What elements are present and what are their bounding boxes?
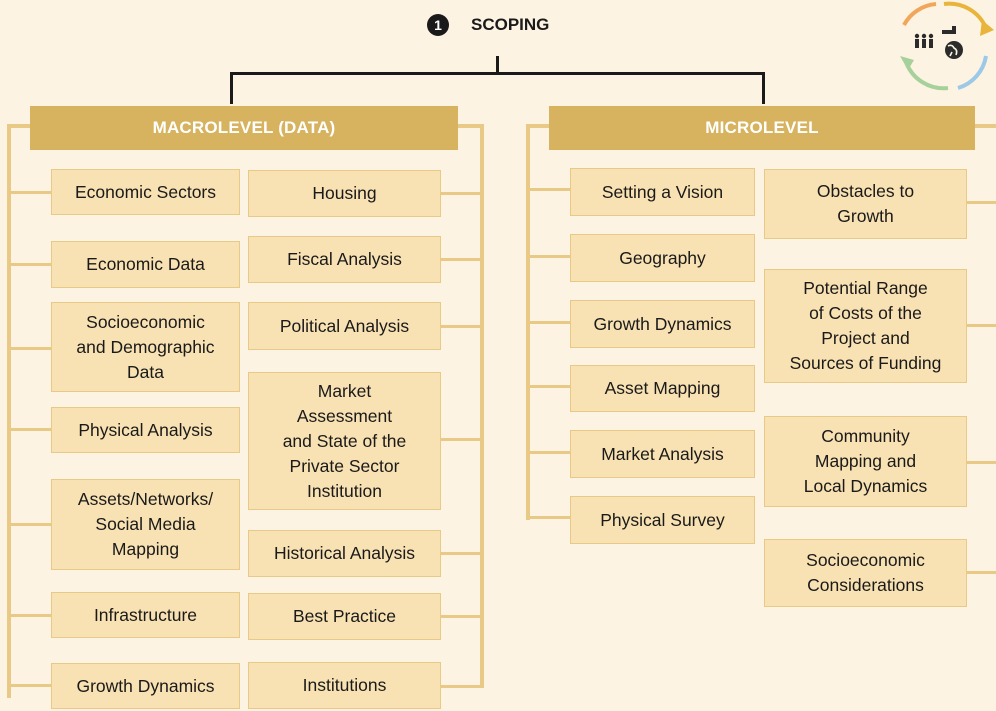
macro-drop	[230, 72, 233, 104]
macro-item: Best Practice	[248, 593, 441, 640]
macro-header-right-bracket	[457, 124, 484, 128]
micro-item: Socioeconomic Considerations	[764, 539, 967, 607]
micro-header-left-bracket	[526, 124, 550, 128]
macrolevel-header: MACROLEVEL (DATA)	[30, 106, 458, 150]
connector	[7, 428, 52, 431]
macro-item: Fiscal Analysis	[248, 236, 441, 283]
step-number-badge: 1	[427, 14, 449, 36]
micro-item: Potential Range of Costs of the Project …	[764, 269, 967, 383]
connector	[526, 255, 571, 258]
microlevel-header: MICROLEVEL	[549, 106, 975, 150]
connector	[526, 188, 571, 191]
connector	[440, 258, 484, 261]
micro-item: Geography	[570, 234, 755, 282]
micro-item: Growth Dynamics	[570, 300, 755, 348]
micro-item: Market Analysis	[570, 430, 755, 478]
connector	[526, 451, 571, 454]
connector	[440, 615, 484, 618]
micro-item: Physical Survey	[570, 496, 755, 544]
macro-outer-spine	[7, 124, 11, 698]
title-crossbar	[230, 72, 765, 75]
micro-header-right-bracket	[974, 124, 996, 128]
macro-header-left-bracket	[7, 124, 31, 128]
connector	[7, 614, 52, 617]
connector	[7, 347, 52, 350]
connector	[526, 321, 571, 324]
micro-item: Community Mapping and Local Dynamics	[764, 416, 967, 507]
connector	[7, 263, 52, 266]
connector	[7, 191, 52, 194]
page-title: SCOPING	[471, 15, 550, 34]
macro-item: Socioeconomic and Demographic Data	[51, 302, 240, 392]
connector	[966, 461, 996, 464]
macro-item: Institutions	[248, 662, 441, 709]
macro-item: Economic Sectors	[51, 169, 240, 215]
macro-item: Housing	[248, 170, 441, 217]
title-connector	[496, 56, 499, 73]
connector	[7, 684, 52, 687]
macro-item: Market Assessment and State of the Priva…	[248, 372, 441, 510]
macro-item: Physical Analysis	[51, 407, 240, 453]
connector	[440, 552, 484, 555]
macro-item: Assets/Networks/ Social Media Mapping	[51, 479, 240, 570]
people-globe-cycle-icon	[886, 0, 996, 95]
macro-item: Growth Dynamics	[51, 663, 240, 709]
connector	[440, 685, 484, 688]
macro-right-spine	[480, 124, 484, 688]
connector	[966, 201, 996, 204]
connector	[440, 192, 484, 195]
connector	[440, 438, 484, 441]
macro-item: Economic Data	[51, 241, 240, 288]
connector	[526, 385, 571, 388]
micro-drop	[762, 72, 765, 104]
macro-item: Infrastructure	[51, 592, 240, 638]
connector	[966, 324, 996, 327]
macro-item: Historical Analysis	[248, 530, 441, 577]
connector	[526, 516, 571, 519]
micro-item: Setting a Vision	[570, 168, 755, 216]
connector	[7, 523, 52, 526]
micro-item: Asset Mapping	[570, 365, 755, 412]
macro-item: Political Analysis	[248, 302, 441, 350]
connector	[966, 571, 996, 574]
connector	[440, 325, 484, 328]
micro-item: Obstacles to Growth	[764, 169, 967, 239]
